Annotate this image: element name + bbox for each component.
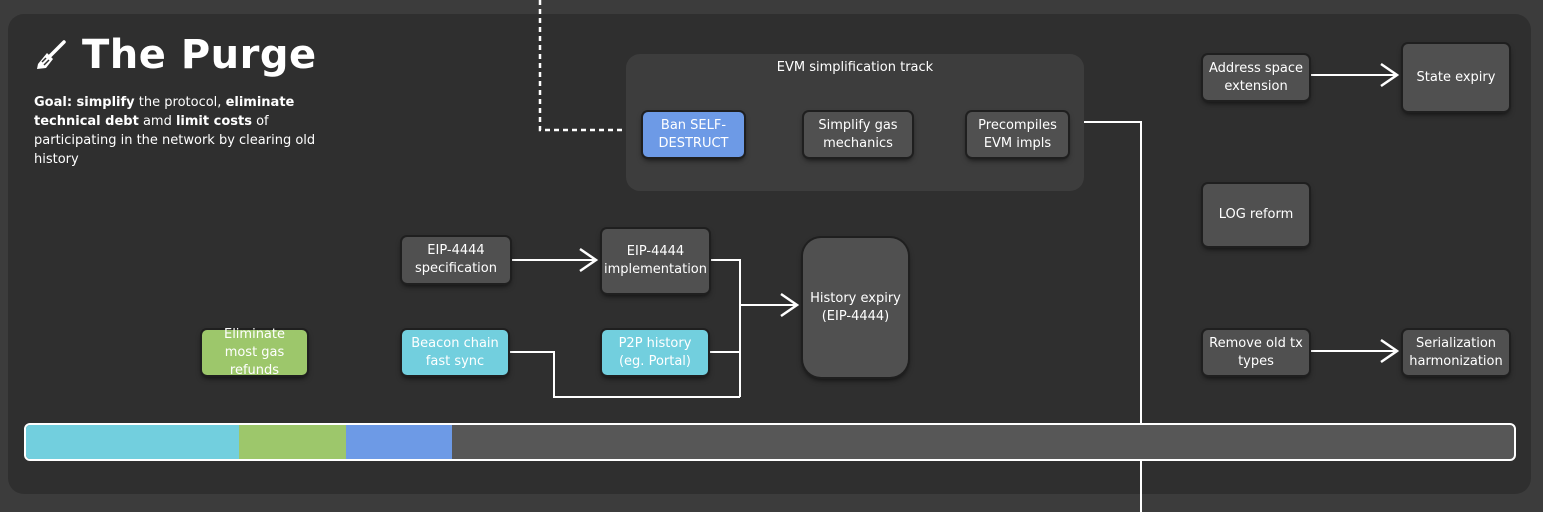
broom-icon: [37, 40, 66, 69]
goal-description: Goal: simplify the protocol, eliminate t…: [34, 93, 334, 169]
node-precompiles-evm-impls[interactable]: Precompiles EVM impls: [967, 112, 1068, 157]
node-p2p-history[interactable]: P2P history (eg. Portal): [602, 330, 708, 375]
node-serialization-harmonization[interactable]: Serialization harmonization: [1403, 330, 1509, 375]
goal-part-5: limit costs: [175, 114, 252, 129]
goal-part-6: of participating in the network by clear…: [34, 114, 316, 167]
progress-segment-green: [238, 425, 346, 459]
goal-part-2: the protocol,: [134, 95, 226, 110]
node-state-expiry[interactable]: State expiry: [1403, 44, 1509, 111]
node-simplify-gas-mechanics[interactable]: Simplify gas mechanics: [804, 112, 912, 157]
node-beacon-chain-fast-sync[interactable]: Beacon chain fast sync: [402, 330, 508, 375]
node-history-expiry[interactable]: History expiry (EIP-4444): [803, 238, 908, 377]
progress-segment-blue: [345, 425, 452, 459]
title-text: The Purge: [82, 32, 317, 78]
progress-bar: [24, 423, 1516, 461]
node-remove-old-tx-types[interactable]: Remove old tx types: [1203, 330, 1309, 375]
node-eliminate-gas-refunds[interactable]: Eliminate most gas refunds: [202, 327, 307, 378]
node-eip4444-implementation[interactable]: EIP-4444 implementation: [602, 229, 709, 293]
progress-segment-cyan: [26, 425, 239, 459]
node-log-reform[interactable]: LOG reform: [1203, 184, 1309, 246]
page-title: The Purge: [34, 30, 317, 80]
goal-part-3: eliminate technical debt: [34, 95, 295, 129]
goal-part-4: amd: [138, 114, 176, 129]
node-address-space-extension[interactable]: Address space extension: [1203, 55, 1309, 100]
goal-part-1: Goal: simplify: [34, 95, 135, 110]
node-eip4444-specification[interactable]: EIP-4444 specification: [402, 237, 510, 283]
node-ban-selfdestruct[interactable]: Ban SELF-DESTRUCT: [643, 112, 744, 157]
track-title: EVM simplification track: [776, 60, 934, 75]
